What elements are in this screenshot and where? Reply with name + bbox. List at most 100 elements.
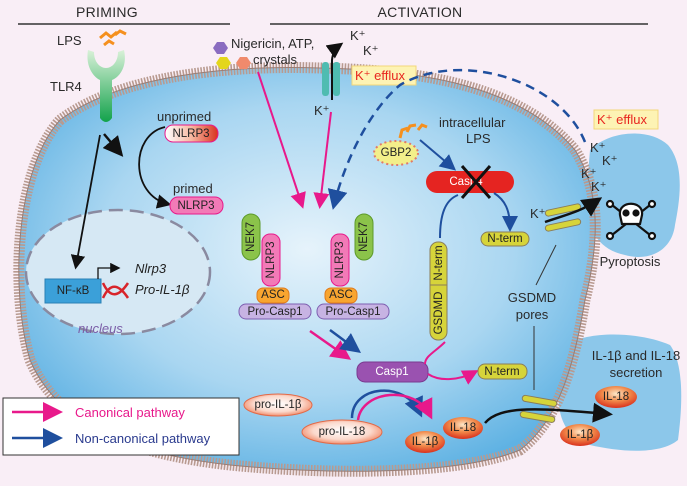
priming-header: PRIMING [76,4,138,20]
pro-il1b [243,393,313,417]
n-term-fragment [477,363,528,380]
lps-label: LPS [57,33,82,48]
casp1 [356,361,429,383]
k-ion-label: K⁺ [591,179,607,194]
canonical-il-arrow [356,393,433,421]
asc-label: ASC [261,289,285,301]
transcription-arrow [97,262,121,279]
primed-nlrp3 [169,196,224,215]
crystals-hexagon-icon [236,57,251,69]
intracellular-lps-icon [398,123,428,139]
k-ion-label: K⁺ [590,140,606,155]
inhibition-x-icon [460,165,492,199]
legend: Canonical pathway Non-canonical pathway [2,397,240,456]
k-efflux-arrow [325,42,344,100]
casp4-to-nterm-arrow [493,192,518,232]
secreted-il18-label: IL-18 [603,391,629,403]
gsdmd-n-term-label: N-term [433,245,445,280]
potassium-channel-icon [322,62,340,96]
k-ion-label: K⁺ [581,166,597,181]
n-term-label: N-term [484,366,519,378]
secreted-il1b-label: IL-1β [567,429,594,441]
k-ion-label: K⁺ [363,43,379,58]
pore-k-efflux-arrow [544,197,603,224]
nfkb-label: NF-κB [57,285,90,297]
lps-icon [99,29,127,47]
tlr4-receptor-icon [87,50,125,122]
casp1-to-nterm-arrow [427,370,479,385]
stimuli-arrow [257,71,306,209]
priming-arrow [102,133,124,157]
gene-nlrp3: Nlrp3 [135,261,167,276]
noncanonical-il-arrow [350,389,423,419]
pro-il18-label: pro-IL-18 [319,426,366,438]
il18-label: IL-18 [450,422,476,434]
nlrp3-label: NLRP3 [265,241,277,278]
k-ion-label: K⁺ [350,28,366,43]
secretion-label-2: secretion [610,365,663,380]
non-canonical-dashed-arrow [327,68,587,210]
gene-pro-il1b: Pro-IL-1β [135,282,190,297]
il-secretion-arrow [484,402,613,424]
gsdmd-label: GSDMD [433,292,445,335]
inflammasome-left: NEK7 NLRP3 ASC Pro-Casp1 [238,213,312,320]
secreted-il1b [560,424,600,446]
gsdmd [429,241,448,341]
gsdmd-cleavage-line [424,341,446,365]
nek7-label: NEK7 [358,222,370,252]
pyroptosis-label: Pyroptosis [600,254,661,269]
primed-nlrp3-label: NLRP3 [177,200,214,212]
pyroptosis-blob [585,133,680,257]
stimuli-label-2: crystals [253,52,298,67]
legend-canonical-label: Canonical pathway [75,405,185,420]
n-term-label: N-term [487,233,522,245]
unprimed-nlrp3 [164,124,219,143]
nfkb-box [44,278,102,304]
secreted-il18 [595,386,637,408]
atp-hexagon-icon [216,57,231,69]
unprimed-label: unprimed [157,109,211,124]
n-term-fragment [480,231,530,247]
k-ion-label: K⁺ [530,206,546,221]
stimuli-label-1: Nigericin, ATP, [231,36,314,51]
nigericin-hexagon-icon [213,42,228,54]
il1b [405,431,445,453]
nek7-label: NEK7 [245,222,257,252]
unprimed-nlrp3-label: NLRP3 [172,128,209,140]
intracellular-lps-label-1: intracellular [439,115,506,130]
il18 [443,417,483,439]
pore-pointer-line [535,244,557,286]
inflammasome-right: NEK7 NLRP3 ASC Pro-Casp1 [316,213,390,320]
tlr4-label: TLR4 [50,79,82,94]
intracellular-lps-label-2: LPS [466,131,491,146]
k-ion-label: K⁺ [602,153,618,168]
activation-header: ACTIVATION [378,4,463,20]
gbp2 [373,140,419,166]
dna-icon [101,282,130,299]
skull-crossbones-icon [605,199,657,241]
casp1-label: Casp1 [375,366,408,378]
asc-label: ASC [329,289,353,301]
tlr4-to-nfkb-arrow [70,134,101,270]
primed-label: primed [173,181,213,196]
pro-il1b-label: pro-IL-1β [255,399,302,411]
priming-curve-arrow [138,126,172,209]
lps-to-casp4-arrow [419,139,457,171]
il1b-label: IL-1β [412,436,439,448]
gsdmd-pores-label-1: GSDMD [508,290,556,305]
nucleus [24,208,212,336]
noncanonical-to-casp1-arrow [329,328,362,353]
pro-casp1-label: Pro-Casp1 [248,306,303,318]
k-efflux-label: K⁺ efflux [355,68,405,83]
gbp2-label: GBP2 [381,147,412,159]
secretion-label-1: IL-1β and IL-18 [592,348,680,363]
gsdmd-pore-lower [519,394,558,423]
nucleus-label: nucleus [78,321,123,336]
k-efflux-box [593,109,659,130]
gsdmd-pores-label-2: pores [516,307,549,322]
k-efflux-label: K⁺ efflux [597,112,647,127]
legend-noncanonical-label: Non-canonical pathway [75,431,211,446]
pro-casp1-label: Pro-Casp1 [326,306,381,318]
